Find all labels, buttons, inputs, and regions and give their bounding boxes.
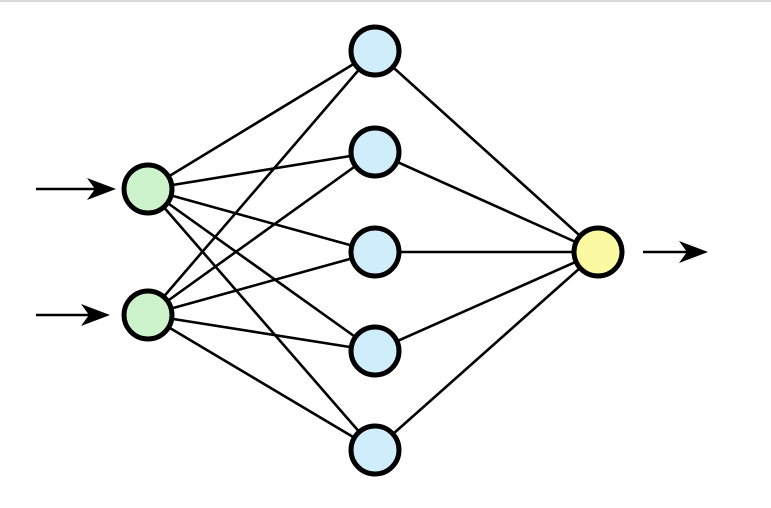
input-arrow-1-head <box>87 178 116 200</box>
edge-i2-h3 <box>147 250 376 317</box>
input-arrow-2-head <box>81 304 110 326</box>
edge-h4-o1 <box>374 250 599 353</box>
edge-i2-h4 <box>147 313 376 353</box>
edge-i2-h5 <box>147 313 376 452</box>
edge-i1-h5 <box>147 188 376 451</box>
edge-i1-h4 <box>147 187 376 353</box>
edge-i1-h2 <box>147 150 376 191</box>
edge-i2-h1 <box>147 50 376 316</box>
hidden-node-5 <box>348 423 402 477</box>
output-node <box>571 225 625 279</box>
hidden-node-1 <box>348 24 402 78</box>
edge-i1-h3 <box>147 187 376 254</box>
edge-h5-o1 <box>374 251 599 451</box>
input-node-2 <box>121 288 175 342</box>
hidden-node-3 <box>348 225 402 279</box>
edge-i1-h1 <box>147 49 376 191</box>
hidden-node-2 <box>348 125 402 179</box>
output-arrow-head <box>679 241 708 263</box>
edge-h1-o1 <box>374 50 599 253</box>
input-node-1 <box>121 162 175 216</box>
edge-h2-o1 <box>374 150 599 254</box>
hidden-node-4 <box>348 324 402 378</box>
edge-i2-h2 <box>147 150 376 317</box>
top-border-line <box>0 0 771 2</box>
